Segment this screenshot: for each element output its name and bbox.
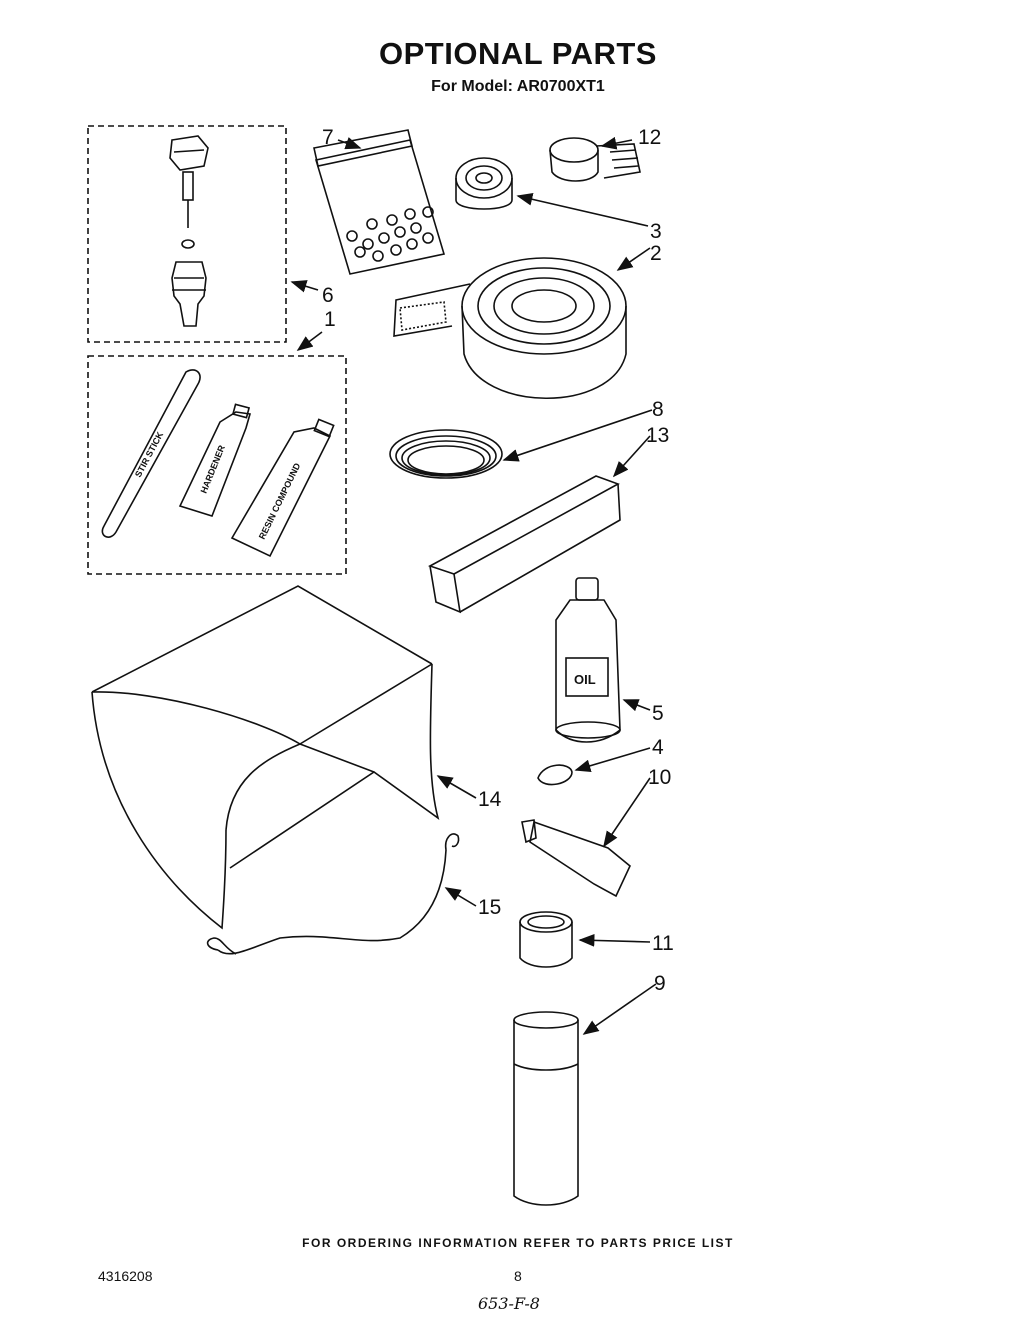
- callout-9: 9: [654, 972, 666, 995]
- hardware-bag: [313, 129, 446, 275]
- callout-2: 2: [650, 242, 662, 265]
- handwritten-note: 653-F-8: [478, 1294, 540, 1313]
- capsule-part: [537, 764, 573, 786]
- small-can: [519, 911, 573, 968]
- foam-block: [427, 475, 621, 614]
- valve-core: [182, 171, 194, 201]
- callout-14: 14: [478, 788, 502, 811]
- page-number: 8: [514, 1268, 522, 1284]
- callout-1: 1: [324, 308, 336, 331]
- oil-bottle: [555, 577, 621, 743]
- tie-cord: [206, 833, 460, 955]
- callout-3: 3: [650, 220, 662, 243]
- callout-12: 12: [638, 126, 661, 149]
- small-tape-roll: [455, 157, 513, 210]
- callout-11: 11: [652, 932, 674, 955]
- callout-13: 13: [646, 424, 669, 447]
- leader-lines: [290, 136, 657, 1035]
- document-number: 4316208: [98, 1268, 153, 1284]
- valve-assembly-group: [87, 125, 287, 343]
- wire-coil: [389, 429, 503, 479]
- valve-seal: [181, 239, 195, 249]
- model-subtitle: For Model: AR0700XT1: [431, 78, 605, 95]
- dashed-box-valve: [87, 125, 287, 343]
- valve-cap: [169, 135, 209, 171]
- callout-5: 5: [652, 702, 664, 725]
- sealant-tube: [521, 819, 631, 898]
- callout-6: 6: [322, 284, 334, 307]
- aerosol-can: [513, 1011, 579, 1206]
- large-gasket-roll: [393, 257, 627, 400]
- dashed-box-kit: [87, 355, 347, 575]
- ordering-note: FOR ORDERING INFORMATION REFER TO PARTS …: [302, 1236, 734, 1250]
- callout-4: 4: [652, 736, 664, 759]
- resin-compound-label: RESIN COMPOUND: [257, 461, 303, 541]
- page-title: OPTIONAL PARTS: [379, 36, 657, 71]
- stir-stick: [101, 369, 201, 538]
- callout-8: 8: [652, 398, 664, 421]
- callout-15: 15: [478, 896, 501, 919]
- valve-body: [171, 261, 207, 327]
- oil-label: OIL: [574, 672, 596, 687]
- callout-7: 7: [322, 126, 334, 149]
- hardener-tube: [178, 411, 252, 517]
- repair-kit-group: [87, 355, 347, 575]
- callout-10: 10: [648, 766, 671, 789]
- foam-strip-roll: [549, 137, 641, 182]
- unit-cover: [91, 585, 440, 930]
